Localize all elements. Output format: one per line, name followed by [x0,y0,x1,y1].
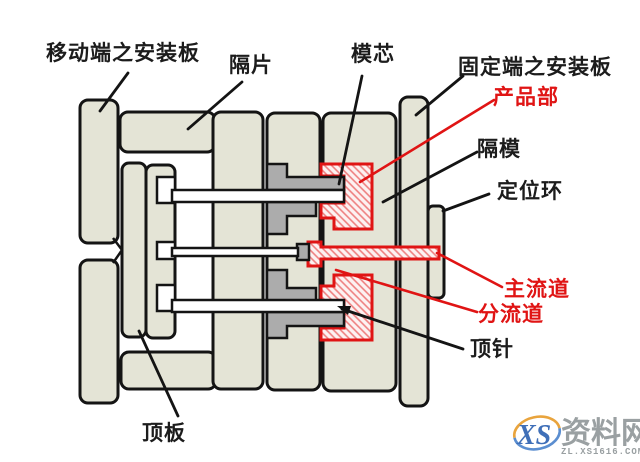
label-movable-mount-plate: 移动端之安装板 [46,42,200,65]
ejector-plate-a [120,161,148,339]
watermark-site-text: 资料网 [561,417,640,450]
label-sub-runner: 分流道 [478,303,544,326]
label-cavity-divider: 隔模 [477,138,521,161]
ejector-pin-3 [170,298,346,314]
center-chevron [111,237,124,264]
leader-fixed-mount-plate [414,74,465,117]
ejector-pin-1 [170,188,346,204]
leader-cavity-divider [381,150,479,204]
leader-ejector-plate [137,329,180,418]
watermark-swoosh-top [512,415,561,439]
label-ejector-pin: 顶针 [470,338,514,361]
watermark-logo-text: XS [516,420,551,451]
leader-ejector-pin [340,307,465,351]
label-spacer: 隔片 [229,54,273,77]
label-product-section: 产品部 [493,86,559,109]
label-locating-ring: 定位环 [497,180,563,203]
label-ejector-plate: 顶板 [142,422,186,445]
leader-mold-core [337,74,364,186]
watermark-swoosh-bottom [513,427,562,451]
watermark-url-text: ZL.XS1616.COM [561,447,640,457]
ejector-pin-3-head [155,283,177,313]
ejector-pin-2 [170,246,300,258]
leader-locating-ring [441,192,491,213]
label-mold-core: 模芯 [351,43,395,66]
leader-main-runner [435,251,504,289]
movable-mount-plate-upper [78,98,120,245]
spacer-bottom [119,350,218,391]
movable-mount-plate-lower [78,258,120,405]
leader-product-section [358,98,496,184]
main-runner-channel [306,240,441,268]
label-fixed-mount-plate: 固定端之安装板 [458,56,612,79]
ejector-pin-arrowhead [337,306,351,315]
watermark: XS 资料网 ZL.XS1616.COM [512,415,640,457]
leader-sub-runner [334,268,479,314]
label-main-runner: 主流道 [504,278,570,301]
leader-spacer [186,80,244,131]
leader-movable-mount-plate [98,71,130,113]
